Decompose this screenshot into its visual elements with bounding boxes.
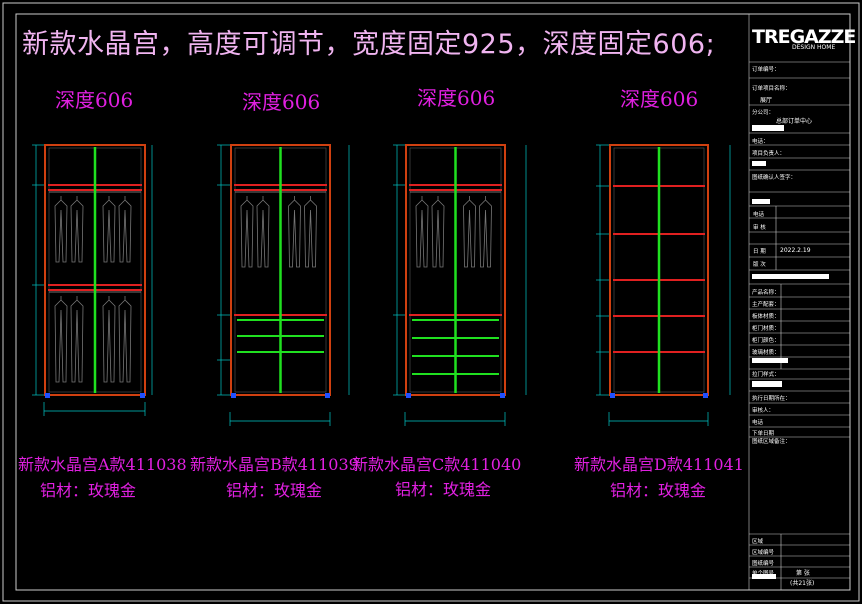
cabinet-frame-b	[230, 144, 331, 396]
tb-remark: 图纸区域备注：	[752, 439, 791, 445]
tb-total-value: (共21张)	[790, 580, 815, 587]
dimension-lines	[32, 144, 731, 426]
foot-left-d	[610, 393, 615, 398]
tb-contact: 项目负责人：	[752, 151, 786, 157]
tb-review: 审 核	[753, 225, 766, 231]
hanger-b-0-3	[304, 196, 317, 268]
depth-label-c: 深度606	[417, 86, 496, 110]
title-block-frame	[748, 14, 850, 590]
tb-project: 订单项目名称：	[752, 86, 791, 92]
tb-board: 板体材质：	[752, 314, 780, 320]
hanger-b-0-0	[240, 196, 254, 268]
material-d: 铝材：玫瑰金	[610, 481, 707, 500]
tb-order-no: 订单编号：	[752, 67, 780, 73]
tb-tel: 电话	[753, 212, 765, 218]
tb-date: 日 期	[753, 249, 766, 255]
foot-right-a	[140, 393, 145, 398]
hanger-b-0-2	[288, 196, 301, 268]
material-c: 铝材：玫瑰金	[395, 480, 492, 499]
hanger-a-1-0	[54, 296, 68, 383]
inner-border	[15, 13, 851, 591]
tb-company-value: 总部订单中心	[776, 118, 813, 125]
tb-order-date: 下单日期	[752, 431, 775, 437]
page-title: 新款水晶宫，高度可调节，宽度固定925，深度固定606;	[22, 29, 716, 60]
tb-sheet-value: 第 张	[796, 570, 810, 577]
tb-company: 分公司：	[752, 110, 775, 116]
material-b: 铝材：玫瑰金	[226, 481, 323, 500]
cabinet-frame-d	[609, 144, 709, 396]
tb-exec: 执行日期所在：	[752, 396, 791, 402]
foot-right-b	[325, 393, 330, 398]
brand-logo: TREGAZZE	[752, 26, 856, 48]
foot-right-c	[500, 393, 505, 398]
hanger-a-0-2	[102, 196, 116, 263]
tb-area-no: 区域编号	[752, 550, 775, 556]
depth-label-b: 深度606	[242, 90, 321, 114]
hanger-a-1-1	[70, 296, 84, 383]
tb-project-value: 展厅	[760, 97, 773, 104]
tb-area: 区域	[752, 539, 764, 545]
depth-label-d: 深度606	[620, 87, 699, 111]
hanger-c-0-1	[431, 196, 445, 268]
tb-version: 版 次	[753, 262, 766, 268]
tb-pages: 图纸编号	[752, 561, 775, 567]
hanger-a-0-1	[70, 196, 84, 263]
cabinet-frame-a	[44, 144, 146, 396]
tb-color: 主产配套：	[752, 302, 780, 308]
tb-door-color: 柜门颜色：	[752, 338, 780, 344]
material-a: 铝材：玫瑰金	[40, 481, 137, 500]
model-name-a: 新款水晶宫A款411038	[18, 455, 187, 474]
tb-product: 产品名称：	[752, 290, 780, 296]
tb-glass: 玻璃材质：	[752, 350, 780, 356]
tb-handle: 拉门样式：	[752, 372, 780, 378]
foot-left-c	[406, 393, 411, 398]
foot-left-a	[45, 393, 50, 398]
tb-phone: 电话：	[752, 139, 769, 145]
foot-right-d	[703, 393, 708, 398]
tb-door: 柜门材质：	[752, 326, 780, 332]
hanger-c-0-3	[479, 196, 492, 268]
hanger-c-0-0	[415, 196, 429, 268]
model-name-c: 新款水晶宫C款411040	[352, 455, 522, 474]
tb-date-value: 2022.2.19	[780, 247, 811, 254]
cabinet-frame-c	[405, 144, 506, 396]
hanger-a-0-0	[54, 196, 68, 263]
foot-left-b	[231, 393, 236, 398]
tb-designer: 图纸确认人签字：	[752, 175, 797, 181]
hanger-a-0-3	[118, 196, 132, 263]
hanger-c-0-2	[463, 196, 476, 268]
tb-sheet: 单个图号	[752, 571, 775, 577]
tb-reviewer: 审核人：	[752, 408, 775, 414]
hanger-a-1-2	[102, 296, 116, 383]
brand-logo-sub: DESIGN HOME	[792, 44, 836, 51]
title-block-fills	[752, 125, 829, 579]
depth-label-a: 深度606	[55, 88, 134, 112]
model-name-b: 新款水晶宫B款411039	[190, 455, 359, 474]
hanger-a-1-3	[118, 296, 132, 383]
model-name-d: 新款水晶宫D款411041	[574, 455, 744, 474]
hanger-b-0-1	[256, 196, 270, 268]
tb-tel2: 电话	[752, 420, 764, 426]
